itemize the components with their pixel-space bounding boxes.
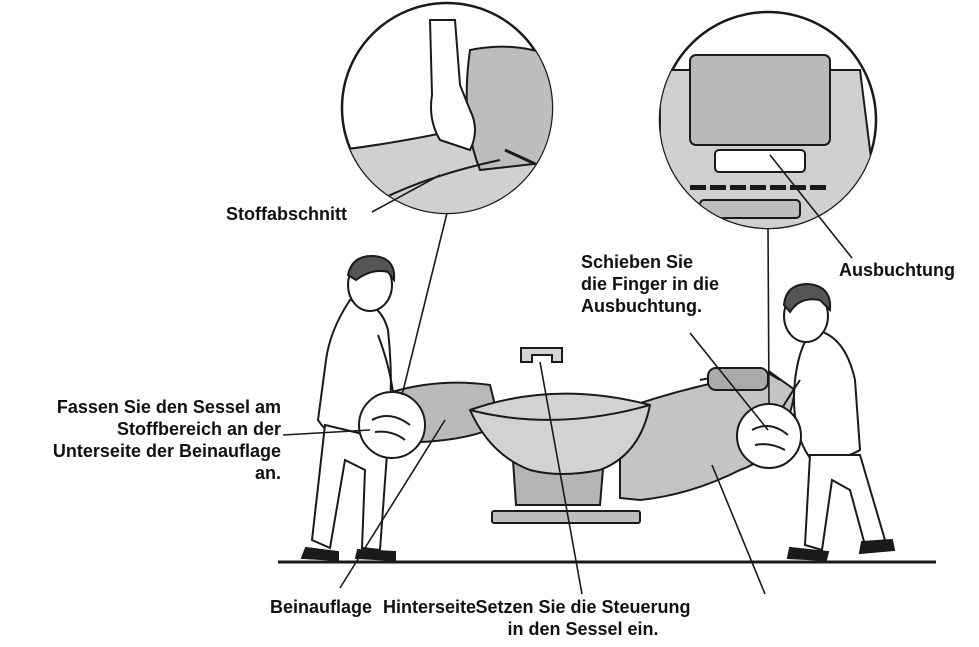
label-back: Hinterseite	[383, 597, 477, 617]
control-holder	[520, 347, 563, 363]
detail-circle-left	[340, 1, 554, 215]
label-slide-fingers: Schieben Sie die Finger in die Ausbuchtu…	[581, 252, 720, 316]
chair-base-plate	[491, 510, 641, 524]
label-hold-chair: Fassen Sie den Sessel am Stoffbereich an…	[52, 397, 281, 483]
person-right	[769, 282, 896, 562]
leader-lines	[282, 154, 853, 595]
label-leg-rest: Beinauflage	[270, 597, 373, 617]
label-recess: Ausbuchtung	[839, 260, 955, 280]
hand-detail-left	[358, 391, 426, 459]
chair-seat-shell	[468, 392, 652, 475]
detail-circle-right	[658, 10, 878, 230]
hand-detail-right	[736, 403, 802, 469]
label-fabric-section: Stoffabschnitt	[226, 204, 347, 224]
massage-chair	[391, 347, 797, 524]
label-insert-control: Setzen Sie die Steuerung in den Sessel e…	[475, 597, 691, 639]
chair-headrest	[707, 367, 769, 391]
